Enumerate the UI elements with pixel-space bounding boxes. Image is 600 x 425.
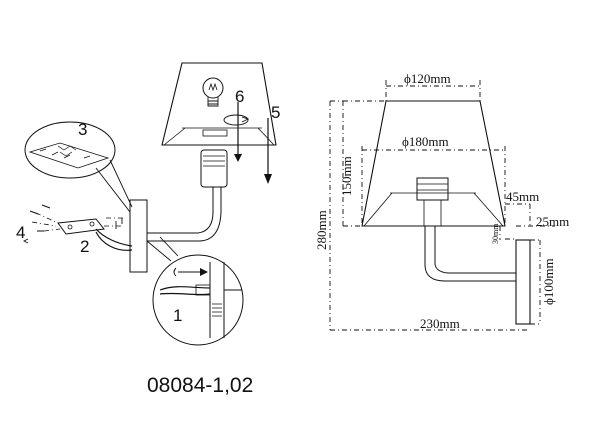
dim-total-height: 280mm [314,210,329,250]
step-label: 2 [80,237,89,256]
installation-view: 6 5 3 2 4 1 [16,62,280,397]
step-label: 5 [271,103,280,122]
lamp-socket [200,149,228,188]
wall-plate [129,199,148,273]
dim-bottom-diameter: ϕ180mm [402,134,449,149]
step-label: 6 [235,87,244,106]
socket-outline [416,177,449,201]
plate-outline [515,239,531,325]
step-label: 1 [173,306,182,325]
arm-outline [424,226,516,282]
lamp-shade [161,62,277,146]
detail-bubble-wiring [146,236,244,346]
dim-total-depth: 230mm [420,316,460,331]
bulb-icon [202,77,224,107]
step-label: 3 [78,120,87,139]
model-code: 08084-1,02 [147,374,253,397]
dimension-view: ϕ120mm ϕ180mm 150mm 280mm 45mm 25mm 30mm… [314,71,569,331]
dim-small-offset: 30mm [491,223,500,244]
step-label: 4 [16,223,25,242]
lamp-arm [147,187,222,242]
bracket-assembly [22,204,133,251]
dim-projection: 45mm [506,189,539,204]
dim-shade-height: 150mm [339,156,354,196]
detail-bubble-bracket [24,121,133,213]
dim-plate-diameter: ϕ100mm [541,258,556,305]
shade-outline [361,100,506,227]
dim-base-offset: 25mm [536,214,569,229]
dim-top-diameter: ϕ120mm [404,71,451,86]
